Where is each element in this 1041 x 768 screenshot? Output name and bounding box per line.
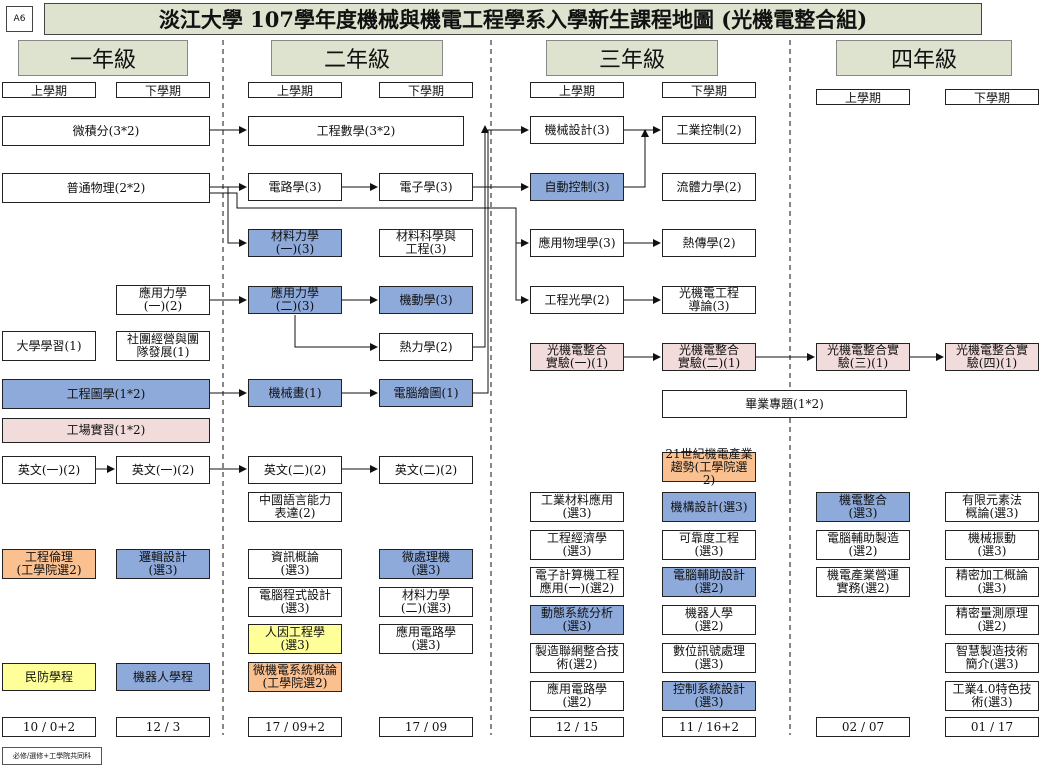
y3-upper-semester: 上學期 [530, 82, 624, 98]
course-capstone: 畢業專題(1*2) [662, 390, 907, 418]
course-engineering-economics: 工程經濟學 (選3) [530, 530, 624, 560]
y2-upper-semester: 上學期 [248, 82, 342, 98]
credits-y4-lower: 01 / 17 [945, 717, 1039, 737]
course-computer-aided-manufacturing: 電腦輔助製造 (選2) [816, 530, 910, 560]
course-industry-operation: 機電產業營運 實務(選2) [816, 567, 910, 597]
program-robotics: 機器人學程 [116, 663, 210, 691]
course-calculus: 微積分(3*2) [2, 116, 210, 146]
course-chinese-expression: 中國語言能力 表達(2) [248, 492, 342, 522]
credits-y3-upper: 12 / 15 [530, 717, 624, 737]
course-engineering-ethics: 工程倫理 (工學院選2) [2, 549, 96, 579]
y1-lower-semester: 下學期 [116, 82, 210, 98]
course-lab-4: 光機電整合實 驗(四)(1) [945, 343, 1039, 371]
course-automatic-control: 自動控制(3) [530, 173, 624, 201]
course-engineering-drawing: 工程圖學(1*2) [2, 379, 210, 409]
course-mechatronics: 機電整合 (選3) [816, 492, 910, 522]
course-mechanism-design: 機構設計(選3) [662, 492, 756, 522]
course-dynamic-systems: 動態系統分析 (選3) [530, 605, 624, 635]
credits-y2-lower: 17 / 09 [379, 717, 473, 737]
course-english-1b: 英文(一)(2) [116, 456, 210, 484]
course-21st-century-trends: 21世紀機電產業 趨勢(工學院選2) [662, 447, 756, 486]
credits-y4-upper: 02 / 07 [816, 717, 910, 737]
program-civil-defense: 民防學程 [2, 663, 96, 691]
course-precision-metrology: 精密量測原理 (選2) [945, 605, 1039, 635]
course-university-learning: 大學學習(1) [2, 331, 96, 361]
course-microprocessor: 微處理機 (選3) [379, 549, 473, 579]
year-1-header: 一年級 [18, 40, 188, 76]
course-optomechatronics-intro: 光機電工程 導論(3) [662, 286, 756, 314]
course-logic-design: 邏輯設計 (選3) [116, 549, 210, 579]
course-mechanical-drawing: 機械畫(1) [248, 379, 342, 407]
course-engineering-materials-app: 工業材料應用 (選3) [530, 492, 624, 522]
course-computer-drawing: 電腦繪圖(1) [379, 379, 473, 407]
course-smart-manufacturing: 智慧製造技術 簡介(選3) [945, 643, 1039, 673]
course-physics: 普通物理(2*2) [2, 173, 210, 203]
credits-y1-upper: 10 / 0+2 [2, 717, 96, 737]
course-lab-1: 光機電整合 實驗(一)(1) [530, 343, 624, 371]
course-computer-engineering-app: 電子計算機工程 應用(一)(選2) [530, 567, 624, 597]
course-applied-circuits: 應用電路學 (選3) [379, 624, 473, 654]
y1-upper-semester: 上學期 [2, 82, 96, 98]
course-programming: 電腦程式設計 (選3) [248, 587, 342, 617]
credits-y1-lower: 12 / 3 [116, 717, 210, 737]
course-info-intro: 資訊概論 (選3) [248, 549, 342, 579]
legend-note: 必修/選修+工學院共同科 [2, 747, 102, 765]
course-club-management: 社團經營與團 隊發展(1) [116, 331, 210, 361]
y4-upper-semester: 上學期 [816, 89, 910, 105]
course-english-2b: 英文(二)(2) [379, 456, 473, 484]
course-lab-3: 光機電整合實 驗(三)(1) [816, 343, 910, 371]
course-human-factors: 人因工程學 (選3) [248, 624, 342, 654]
course-engineering-optics: 工程光學(2) [530, 286, 624, 314]
y2-lower-semester: 下學期 [379, 82, 473, 98]
credits-y3-lower: 11 / 16+2 [662, 717, 756, 737]
course-dsp: 數位訊號處理 (選3) [662, 643, 756, 673]
course-engineering-math: 工程數學(3*2) [248, 116, 464, 146]
course-electronics: 電子學(3) [379, 173, 473, 201]
course-thermodynamics: 熱力學(2) [379, 333, 473, 361]
year-3-header: 三年級 [546, 40, 718, 76]
course-heat-transfer: 熱傳學(2) [662, 229, 756, 257]
y4-lower-semester: 下學期 [945, 89, 1039, 105]
course-precision-machining: 精密加工概論 (選3) [945, 567, 1039, 597]
course-industry-4-0: 工業4.0特色技 術(選3) [945, 681, 1039, 711]
course-lab-2: 光機電整合 實驗(二)(1) [662, 343, 756, 371]
course-applied-mechanics-1: 應用力學 (一)(2) [116, 285, 210, 315]
course-mechanical-vibration: 機械振動 (選3) [945, 530, 1039, 560]
course-control-system-design: 控制系統設計 (選3) [662, 681, 756, 711]
course-workshop: 工場實習(1*2) [2, 418, 210, 443]
course-applied-mechanics-2: 應用力學 (二)(3) [248, 286, 342, 314]
course-dynamics: 機動學(3) [379, 286, 473, 314]
course-applied-circuits-y3: 應用電路學 (選2) [530, 681, 624, 711]
course-computer-aided-design: 電腦輔助設計 (選2) [662, 567, 756, 597]
credits-y2-upper: 17 / 09+2 [248, 717, 342, 737]
course-mechanics-of-materials-2: 材料力學 (二)(選3) [379, 587, 473, 617]
course-robotics: 機器人學 (選2) [662, 605, 756, 635]
course-english-2a: 英文(二)(2) [248, 456, 342, 484]
course-mechanical-design: 機械設計(3) [530, 116, 624, 144]
course-circuits: 電路學(3) [248, 173, 342, 201]
course-finite-element: 有限元素法 概論(選3) [945, 492, 1039, 522]
course-fluid-mechanics: 流體力學(2) [662, 173, 756, 201]
y3-lower-semester: 下學期 [662, 82, 756, 98]
sheet-tag: A6 [6, 6, 33, 32]
page-title: 淡江大學 107學年度機械與機電工程學系入學新生課程地圖 (光機電整合組) [44, 3, 982, 35]
course-manufacturing-iot: 製造聯網整合技 術(選2) [530, 643, 624, 673]
course-english-1a: 英文(一)(2) [2, 456, 96, 484]
course-reliability: 可靠度工程 (選3) [662, 530, 756, 560]
year-4-header: 四年級 [836, 40, 1012, 76]
year-2-header: 二年級 [271, 40, 443, 76]
course-applied-physics: 應用物理學(3) [530, 229, 624, 257]
course-mems-intro: 微機電系統概論 (工學院選2) [248, 662, 342, 692]
course-mechanics-of-materials-1: 材料力學 (一)(3) [248, 229, 342, 257]
course-materials-science: 材料科學與 工程(3) [379, 229, 473, 257]
course-industrial-control: 工業控制(2) [662, 116, 756, 144]
